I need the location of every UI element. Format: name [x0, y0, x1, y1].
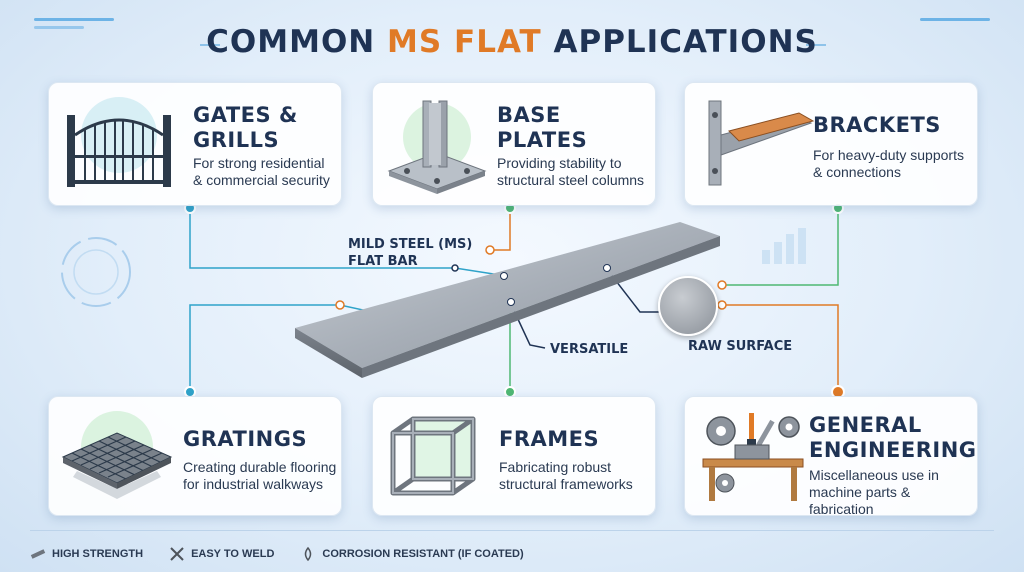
steel-flat-bar-icon — [295, 222, 720, 378]
gate-icon — [67, 97, 171, 187]
frame-icon — [390, 416, 476, 496]
card-base-plates: BASE PLATES Providing stability to struc… — [372, 82, 656, 206]
footer-label: CORROSION RESISTANT (IF COATED) — [322, 548, 524, 560]
title-rule-right — [806, 44, 826, 46]
footer-features: HIGH STRENGTH EASY TO WELD CORROSION RES… — [0, 536, 1024, 572]
footer-item: EASY TO WELD — [169, 546, 274, 562]
title-part1: COMMON — [206, 24, 388, 60]
tools-icon — [170, 547, 184, 561]
card-brackets: BRACKETS For heavy-duty supports & conne… — [684, 82, 978, 206]
card-title: GRATINGS — [183, 427, 308, 451]
strength-icon — [30, 549, 46, 559]
footer-item: HIGH STRENGTH — [30, 547, 143, 561]
decor-bars-icon — [762, 228, 806, 264]
raw-surface-label: RAW SURFACE — [688, 339, 793, 354]
card-title: GENERAL ENGINEERING — [809, 413, 977, 462]
decor-dash — [34, 26, 84, 29]
page-title: COMMON MS FLAT APPLICATIONS — [0, 24, 1024, 60]
card-title: GATES & GRILLS — [193, 103, 298, 152]
grating-icon — [61, 411, 173, 499]
decor-ring-icon — [61, 237, 131, 307]
bar-marker — [507, 298, 515, 306]
title-accent: MS FLAT — [387, 24, 542, 60]
card-title: FRAMES — [499, 427, 600, 451]
card-title: BRACKETS — [813, 113, 941, 137]
title-rule-left — [200, 44, 220, 46]
footer-divider — [30, 530, 994, 531]
card-desc: For heavy-duty supports & connections — [813, 147, 964, 180]
bar-marker — [603, 264, 611, 272]
card-gratings: GRATINGS Creating durable flooring for i… — [48, 396, 342, 516]
versatile-label: VERSATILE — [550, 342, 629, 357]
card-desc: Fabricating robust structural frameworks — [499, 459, 633, 492]
workbench-icon — [702, 413, 804, 501]
bar-marker — [500, 272, 508, 280]
decor-dash — [34, 18, 114, 21]
card-desc: Providing stability to structural steel … — [497, 155, 645, 188]
card-desc: Miscellaneous use in machine parts & fab… — [809, 467, 939, 517]
footer-label: EASY TO WELD — [191, 548, 275, 560]
footer-item: CORROSION RESISTANT (IF COATED) — [300, 546, 524, 562]
card-desc: Creating durable flooring for industrial… — [183, 459, 337, 492]
card-gates-grills: GATES & GRILLS For strong residential & … — [48, 82, 342, 206]
base-plate-icon — [387, 100, 487, 194]
card-frames: FRAMES Fabricating robust structural fra… — [372, 396, 656, 516]
title-part2: APPLICATIONS — [541, 24, 818, 60]
coating-icon — [305, 546, 312, 562]
card-desc: For strong residential & commercial secu… — [193, 155, 330, 188]
footer-label: HIGH STRENGTH — [52, 548, 144, 560]
bracket-icon — [708, 100, 815, 186]
bar-label: MILD STEEL (MS) FLAT BAR — [348, 237, 473, 269]
card-general-engineering: GENERAL ENGINEERING Miscellaneous use in… — [684, 396, 978, 517]
decor-dash — [920, 18, 990, 21]
raw-surface-icon — [658, 276, 718, 336]
card-title: BASE PLATES — [497, 103, 588, 152]
